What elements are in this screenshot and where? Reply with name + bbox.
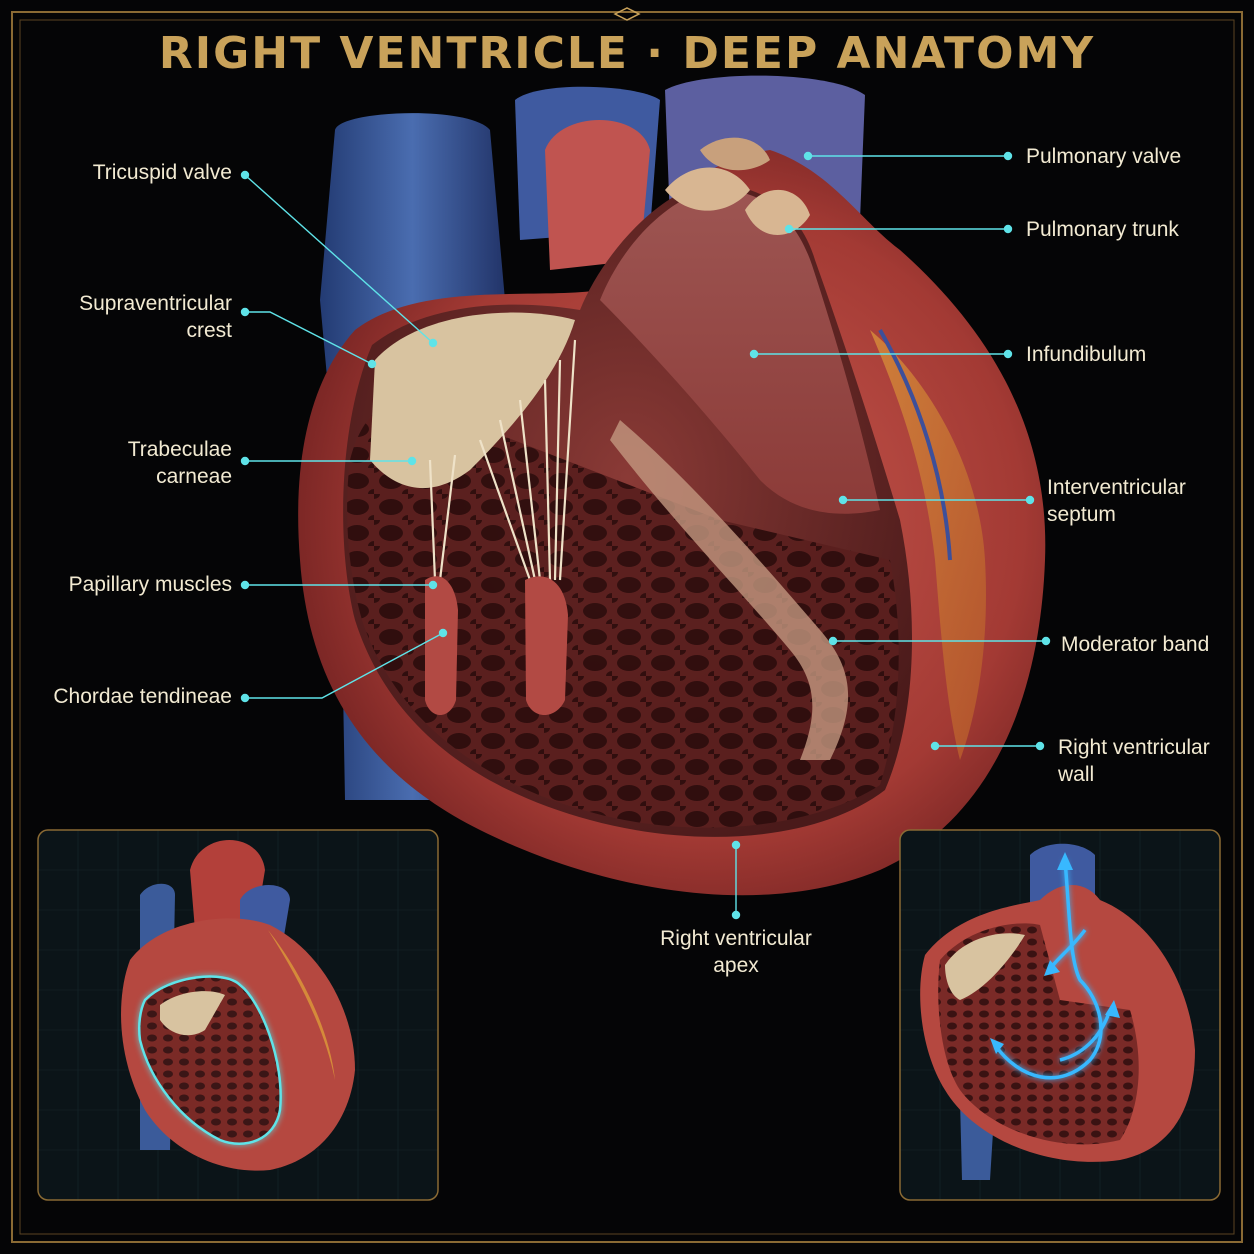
label-interventricular-septum: Interventricular septum — [1047, 476, 1186, 526]
chordae-strands — [428, 339, 577, 581]
pulmonary-cusp-2 — [745, 189, 810, 235]
pulmonary-cusp-1 — [665, 167, 750, 211]
inset-external-heart — [37, 829, 439, 1201]
flow-arrowheads — [990, 852, 1120, 1054]
infundibulum-region — [600, 189, 880, 514]
label-trabeculae-carneae: Trabeculae carneae — [127, 438, 232, 488]
papillary-muscle-1 — [425, 576, 458, 715]
label-right-ventricular-wall: Right ventricular wall — [1058, 736, 1210, 786]
aortic-arch — [545, 120, 650, 270]
label-tricuspid-valve: Tricuspid valve — [92, 161, 232, 184]
label-pulmonary-valve: Pulmonary valve — [1026, 145, 1182, 168]
gold-frame — [11, 7, 1243, 1243]
label-papillary-muscles: Papillary muscles — [68, 573, 232, 596]
leader-lines — [240, 151, 1051, 920]
label-supraventricular-crest: Supraventricular crest — [79, 292, 232, 342]
tricuspid-leaflet — [370, 312, 575, 489]
diagram-title: RIGHT VENTRICLE · DEEP ANATOMY — [158, 28, 1096, 79]
label-right-ventricular-apex: Right ventricular apex — [660, 927, 812, 977]
moderator-band-shape — [610, 420, 849, 760]
label-moderator-band: Moderator band — [1061, 633, 1210, 656]
papillary-muscle-2 — [525, 576, 568, 715]
label-chordae-tendineae: Chordae tendineae — [53, 685, 232, 708]
trabeculae-mesh — [347, 400, 899, 828]
label-pulmonary-trunk: Pulmonary trunk — [1026, 218, 1179, 241]
coronary-vein — [878, 329, 952, 561]
frame-ornament-icon — [613, 7, 641, 21]
inset-flow-diagram — [899, 829, 1221, 1201]
pulmonary-cusp-3 — [700, 137, 770, 171]
label-infundibulum: Infundibulum — [1026, 343, 1147, 366]
heart-section — [298, 137, 1046, 896]
epicardial-fat — [870, 330, 986, 760]
